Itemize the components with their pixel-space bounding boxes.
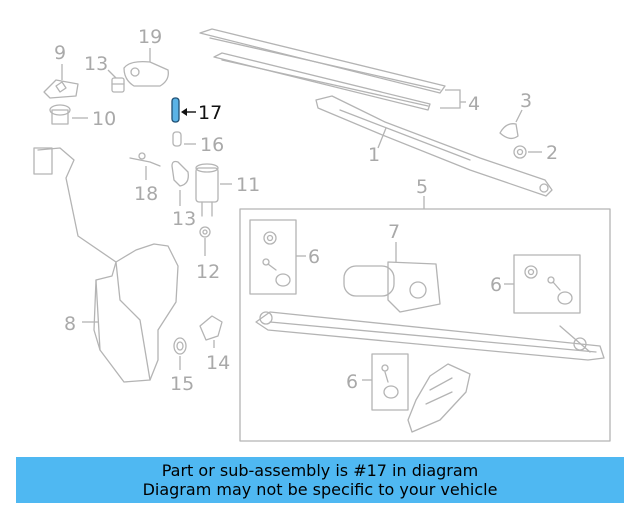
label-9: 9 bbox=[54, 42, 66, 64]
reservoir-cap-part bbox=[43, 79, 79, 99]
fastener-box-6-bottom bbox=[371, 353, 409, 411]
label-2: 2 bbox=[546, 142, 558, 164]
label-12: 12 bbox=[196, 261, 220, 283]
linkage-bracket-part bbox=[407, 363, 471, 433]
cap-part bbox=[499, 123, 519, 140]
label-13-lower: 13 bbox=[172, 208, 196, 230]
wiper-motor-part bbox=[343, 261, 441, 313]
label-11: 11 bbox=[236, 174, 260, 196]
washer-reservoir-part bbox=[33, 147, 179, 383]
label-7: 7 bbox=[388, 221, 400, 243]
parts-diagram: 4 1 3 2 19 13 9 10 bbox=[33, 26, 611, 442]
label-6-right: 6 bbox=[490, 274, 502, 296]
fastener-box-6-left bbox=[249, 219, 297, 295]
label-8: 8 bbox=[64, 313, 76, 335]
label-14: 14 bbox=[206, 352, 230, 374]
label-4: 4 bbox=[468, 93, 480, 115]
label-10: 10 bbox=[92, 108, 116, 130]
wiper-arm-part bbox=[315, 95, 553, 197]
nut-part bbox=[513, 145, 527, 159]
connector-part-top bbox=[111, 77, 125, 93]
label-13-top: 13 bbox=[84, 53, 108, 75]
label-18: 18 bbox=[134, 183, 158, 205]
grommet-part bbox=[199, 226, 211, 238]
label-16: 16 bbox=[200, 134, 224, 156]
grommet-part-15 bbox=[173, 337, 187, 355]
fasteners bbox=[262, 231, 573, 399]
washer-nozzle-part bbox=[123, 60, 169, 87]
highlighted-part-17[interactable] bbox=[171, 97, 180, 123]
label-1: 1 bbox=[368, 144, 380, 166]
washer-pump-part bbox=[195, 163, 219, 217]
label-19: 19 bbox=[138, 26, 162, 48]
label-15: 15 bbox=[170, 373, 194, 395]
level-sensor-part bbox=[199, 315, 223, 341]
label-6-left: 6 bbox=[308, 246, 320, 268]
info-banner: Part or sub-assembly is #17 in diagram D… bbox=[16, 457, 624, 503]
connector-part-lower bbox=[171, 160, 189, 187]
label-6-bottom: 6 bbox=[346, 371, 358, 393]
banner-line-2: Diagram may not be specific to your vehi… bbox=[142, 480, 498, 499]
label-17: 17 bbox=[198, 102, 222, 124]
label-3: 3 bbox=[520, 90, 532, 112]
label-5: 5 bbox=[416, 176, 428, 198]
assembly-frame-5 bbox=[239, 208, 611, 442]
sleeve-part bbox=[172, 131, 182, 147]
wiper-linkage-part bbox=[255, 311, 605, 361]
hose-clip-part bbox=[129, 152, 161, 167]
wiper-blade-part bbox=[199, 28, 446, 111]
banner-line-1: Part or sub-assembly is #17 in diagram bbox=[161, 461, 479, 480]
filler-neck-part bbox=[49, 104, 71, 125]
fastener-box-6-right bbox=[513, 254, 581, 314]
